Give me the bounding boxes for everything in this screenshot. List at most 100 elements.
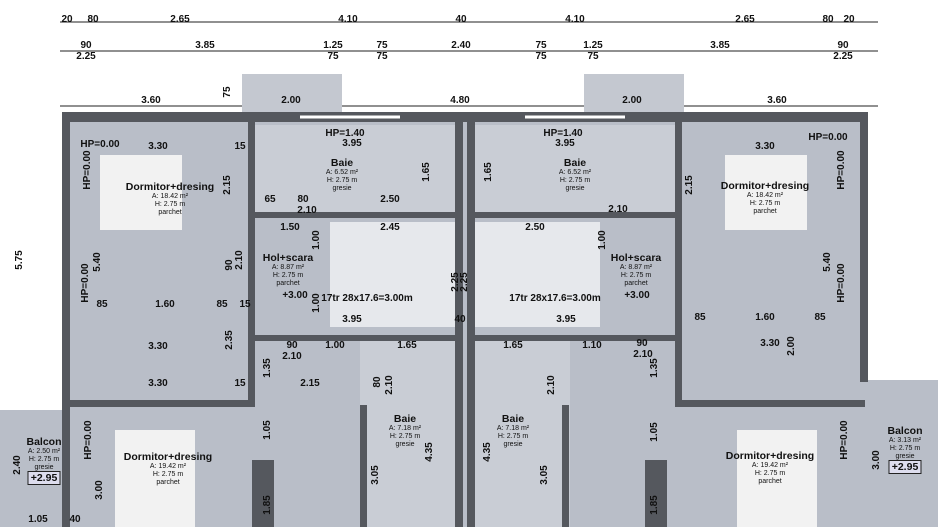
stairs-left [330,222,455,327]
dim-label: 15 [234,141,246,152]
dim-label: 65 [264,194,276,205]
dim-label: 2.35 [224,330,235,350]
dim-label: 4.10 [565,14,585,25]
room-area: A: 2.50 m² [27,448,61,456]
room-height: H: 2.75 m [889,445,921,453]
dim-label: HP=0.00 [80,139,120,150]
dim-label: 3.95 [556,314,576,325]
wall-inner-l1 [248,112,255,352]
dim-label: 2.45 [380,222,400,233]
closet-right [645,460,667,527]
dim-label: 2.50 [380,194,400,205]
room-name: Dormitor+dresing [725,450,815,462]
dim-label: 75 [376,51,388,62]
wall-bath-left [255,212,455,218]
room-height: H: 2.75 m [272,272,304,280]
dim-label: 1.60 [755,312,775,323]
room-floor: parchet [158,209,182,217]
dim-label: 1.00 [325,340,345,351]
wall-inner-r1 [675,112,682,352]
bath-top-right [475,125,675,215]
dim-label: 1.60 [155,299,175,310]
room-height: H: 2.75 m [559,177,591,185]
dim-label: 3.30 [148,341,168,352]
dim-label: +3.00 [282,290,308,301]
terrace-right [584,74,684,112]
room-floor: gresie [395,441,415,449]
dim-label: 2.40 [451,40,471,51]
terrace-left [242,74,342,112]
wall-dressing-right [675,400,865,407]
dim-label: HP=0.00 [80,263,91,303]
dim-label: HP=0.00 [836,150,847,190]
dim-label: 1.65 [397,340,417,351]
room-height: H: 2.75 m [152,471,184,479]
room-name: Balcon [887,425,923,437]
dim-label: 1.05 [649,422,660,442]
wall-mid-right [475,335,675,341]
dim-label: 2.40 [12,455,23,475]
closet-left [252,460,274,527]
dim-label: 3.30 [148,378,168,389]
wall-r2 [675,340,682,407]
balcony-left [0,410,62,527]
dim-label: 80 [372,376,383,388]
dim-label: HP=1.40 [543,128,583,139]
dim-label: 80 [297,194,309,205]
room-height: H: 2.75 m [326,177,358,185]
dim-label: 85 [694,312,706,323]
dim-label: 75 [535,40,547,51]
room-name: Dormitor+dresing [125,181,215,193]
dim-label: 3.05 [370,465,381,485]
dim-label: 2.25 [76,51,96,62]
dim-label: 75 [222,86,233,98]
room-floor: gresie [332,185,352,193]
dim-label: 1.00 [597,230,608,250]
wall-center-right [467,112,475,527]
bath-bottom-left [360,340,455,527]
room-name: Baie [501,413,525,425]
stairs-label: 17tr 28x17.6=3.00m [509,293,601,304]
room-area: A: 6.52 m² [558,169,592,177]
dim-label: 1.65 [503,340,523,351]
dim-label: 2.10 [384,375,395,395]
dim-label: 2.00 [281,95,301,106]
wall-mid-left [255,335,455,341]
room-floor: gresie [34,464,54,472]
dim-label: 75 [535,51,547,62]
dim-label: +3.00 [624,290,650,301]
dim-label: 3.60 [141,95,161,106]
room-floor: gresie [503,441,523,449]
room-floor: parchet [753,208,777,216]
dim-label: 3.60 [767,95,787,106]
room-name: Baie [330,157,354,169]
dim-label: 3.85 [710,40,730,51]
dim-label: 2.10 [282,351,302,362]
level-marker: +2.95 [888,460,922,475]
room-name: Hol+scara [610,252,662,264]
dim-label: 3.00 [871,450,882,470]
dim-label: 4.10 [338,14,358,25]
room-area: A: 19.42 m² [149,463,187,471]
dim-label: 75 [587,51,599,62]
dim-label: 1.25 [323,40,343,51]
dim-label: 15 [234,378,246,389]
dim-label: 2.10 [608,204,628,215]
wall-left [62,112,70,527]
dim-label: 90 [636,338,648,349]
dim-label: HP=0.00 [839,420,850,460]
dim-label: 3.95 [555,138,575,149]
dim-label: 2.10 [297,205,317,216]
room-area: A: 8.87 m² [619,264,653,272]
room-area: A: 8.87 m² [271,264,305,272]
room-height: H: 2.75 m [389,433,421,441]
dim-label: 2.25 [833,51,853,62]
bed-right-top [725,155,807,230]
